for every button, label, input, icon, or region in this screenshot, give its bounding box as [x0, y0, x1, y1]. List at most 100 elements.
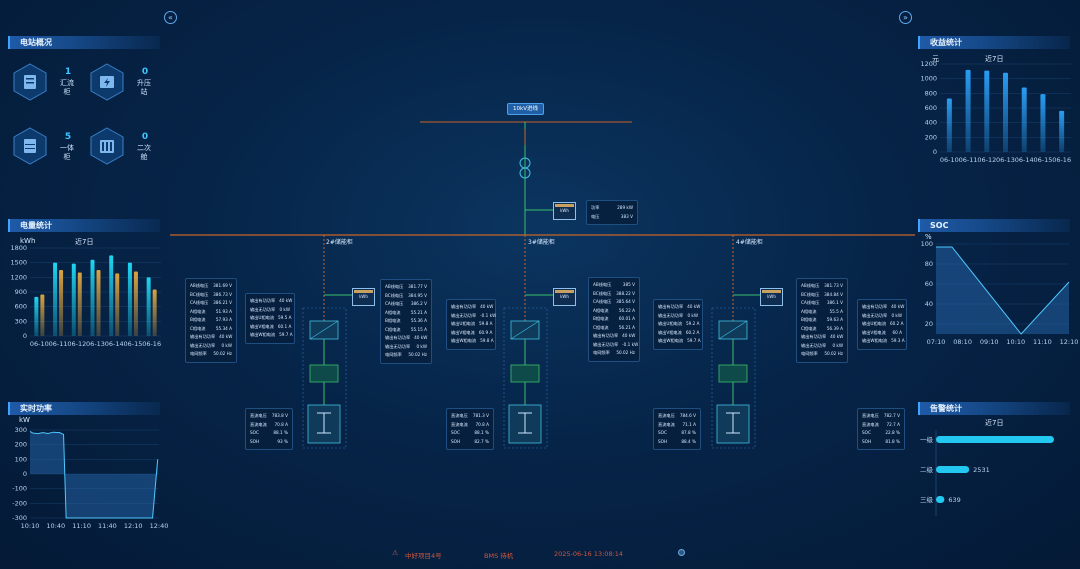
bar-06-14-s0: [1021, 87, 1027, 152]
energy-unit: kWh: [20, 237, 36, 245]
single-line-diagram: [170, 121, 915, 449]
y-tick-label: 200: [15, 441, 27, 449]
bar-06-15-s1: [133, 271, 138, 336]
energy-title: 电量统计: [8, 219, 160, 232]
cabinet-3-label[interactable]: 3#储能柜: [528, 239, 555, 246]
cabinet-2-meter-icon[interactable]: kWh: [352, 288, 375, 306]
data-row: 输出无功功率-0.1 kW: [451, 312, 497, 318]
collapse-left-button[interactable]: «: [164, 11, 177, 24]
x-tick-label: 06-13: [996, 156, 1015, 164]
revenue-subtitle: 近7日: [985, 55, 1004, 63]
alarm-value-label: 639: [948, 496, 960, 504]
pcs-4-diagonal: [718, 320, 748, 340]
footer-alarm-text[interactable]: 中好项目4号: [405, 552, 442, 560]
footer-settings-icon[interactable]: [678, 549, 685, 556]
filter-4-icon: [718, 364, 748, 383]
bar-06-15-s0: [1040, 94, 1046, 152]
energy-subtitle: 近7日: [75, 238, 94, 246]
soc-unit: %: [925, 233, 932, 241]
x-tick-label: 06-16: [142, 340, 161, 348]
revenue-unit: 元: [932, 55, 939, 63]
x-tick-label: 12:10: [124, 522, 143, 530]
alarm-bar-三级: [936, 496, 945, 503]
combiner-count: 1: [64, 67, 72, 77]
grid-incoming-label[interactable]: 10kV进线: [507, 103, 544, 115]
cabinet-3-meter-icon[interactable]: kWh: [553, 288, 576, 306]
bar-06-16-s0: [1059, 110, 1065, 152]
bar-06-14-s1: [115, 273, 120, 336]
y-tick-label: 1800: [10, 244, 27, 252]
y-tick-label: -300: [12, 514, 27, 522]
cabinet-2-label[interactable]: 2#储能柜: [326, 239, 353, 246]
y-tick-label: 1500: [10, 259, 27, 267]
x-tick-label: 06-13: [86, 340, 105, 348]
y-tick-label: 0: [23, 470, 27, 478]
bar-06-10-s0: [34, 296, 39, 336]
x-tick-label: 10:40: [46, 522, 65, 530]
y-tick-label: 900: [15, 288, 27, 296]
area-fill: [936, 247, 1069, 334]
y-tick-label: 20: [925, 320, 933, 328]
power-title: 实时功率: [8, 402, 160, 415]
alarm-value-label: 2531: [973, 466, 990, 474]
cabinet-4-label[interactable]: 4#储能柜: [736, 239, 763, 246]
cabinet-4-meter-icon[interactable]: kWh: [760, 288, 783, 306]
alarm-bar-二级: [936, 466, 970, 473]
combiner-cabinet-icon: [13, 63, 47, 101]
main-meter-icon[interactable]: kWh: [553, 202, 576, 220]
collapse-right-button[interactable]: »: [899, 11, 912, 24]
x-tick-label: 11:40: [98, 522, 117, 530]
bar-06-13-s0: [1003, 72, 1008, 152]
y-tick-label: 800: [925, 89, 937, 97]
y-tick-label: -200: [12, 499, 27, 507]
booster-station-icon: [90, 63, 124, 101]
